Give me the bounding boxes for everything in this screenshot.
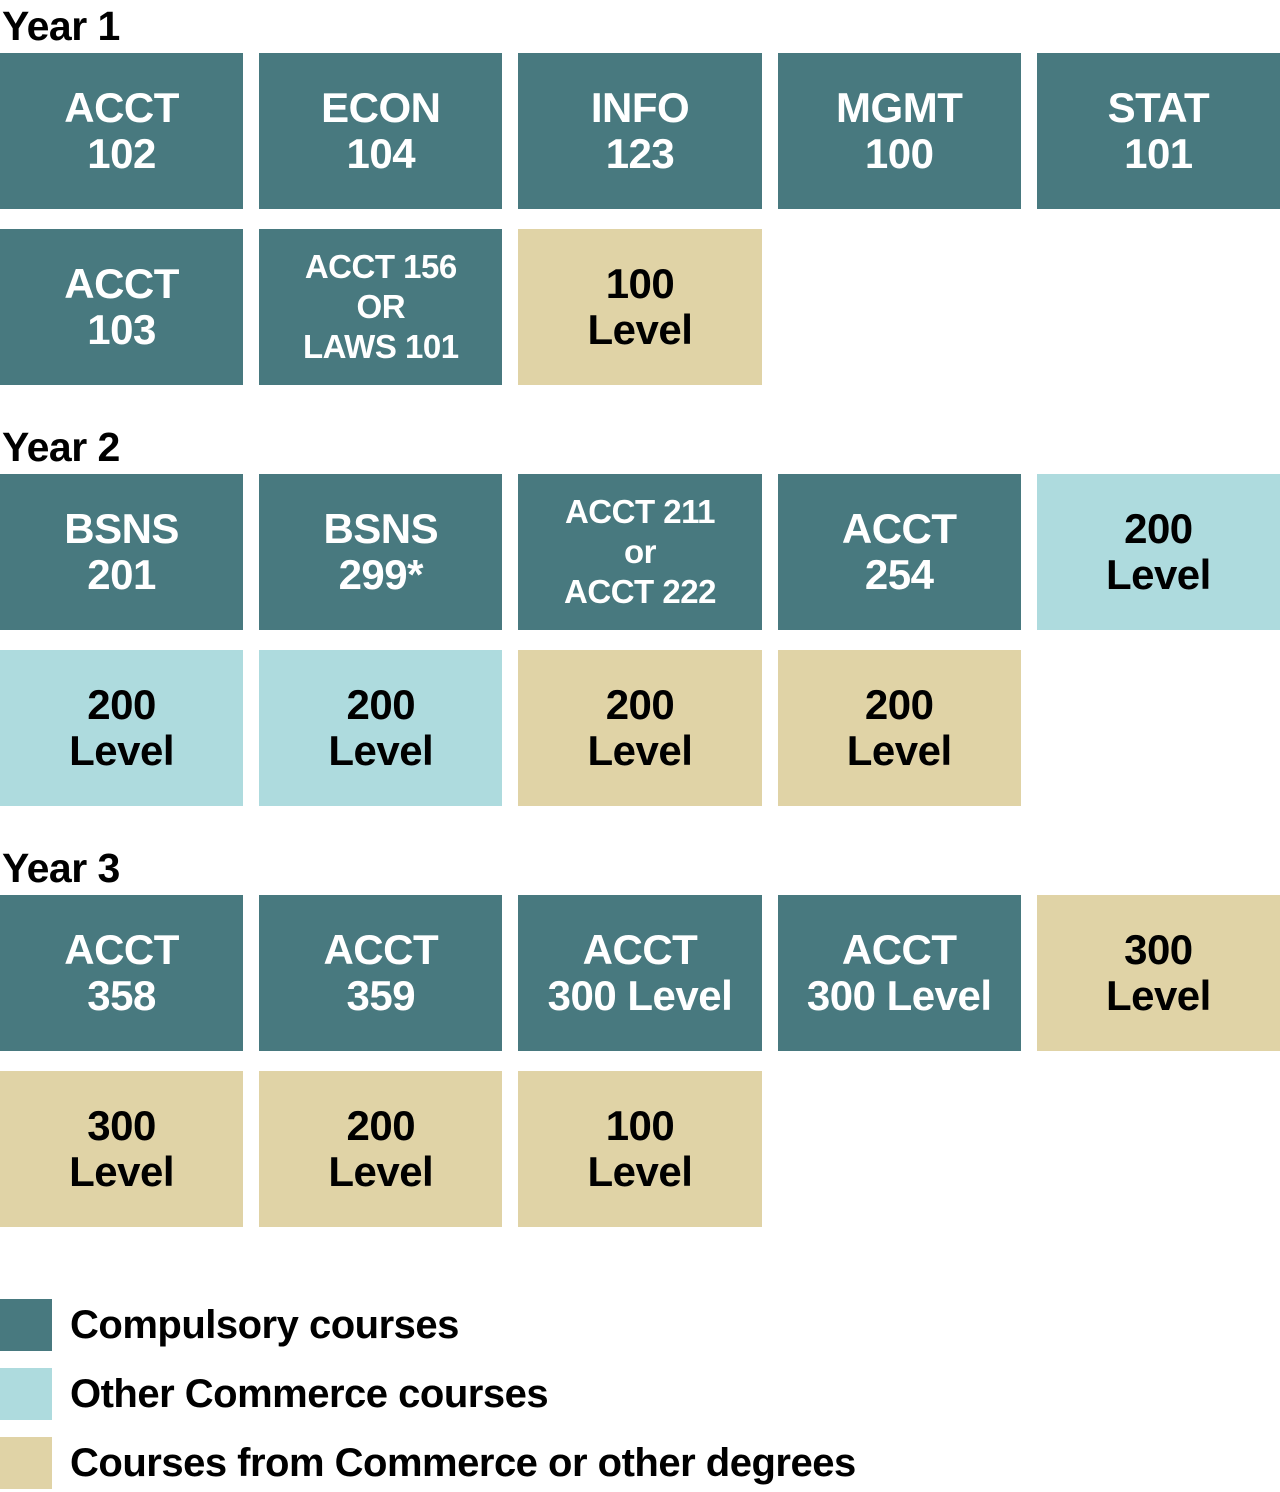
year-2-section: Year 2 BSNS 201 BSNS 299* ACCT 211 or AC… <box>0 423 1280 806</box>
box-200-level: 200 Level <box>777 650 1021 806</box>
legend-item-compulsory: Compulsory courses <box>0 1299 1280 1351</box>
year-3-heading: Year 3 <box>2 845 120 891</box>
box-stat-101: STAT 101 <box>1036 53 1280 209</box>
box-100-level: 100 Level <box>518 1071 762 1227</box>
year-2-heading: Year 2 <box>2 424 120 470</box>
box-mgmt-100: MGMT 100 <box>777 53 1021 209</box>
year-3-section: Year 3 ACCT 358 ACCT 359 ACCT 300 Level … <box>0 844 1280 1227</box>
box-200-level: 200 Level <box>1036 474 1280 630</box>
box-bsns-299: BSNS 299* <box>259 474 503 630</box>
box-300-level: 300 Level <box>0 1071 244 1227</box>
year-1-heading: Year 1 <box>2 3 120 49</box>
box-300-level: 300 Level <box>1036 895 1280 1051</box>
box-acct-102: ACCT 102 <box>0 53 244 209</box>
year-1-grid: ACCT 102 ECON 104 INFO 123 MGMT 100 STAT… <box>0 53 1280 385</box>
box-acct-211-or-acct-222: ACCT 211 or ACCT 222 <box>518 474 762 630</box>
box-acct-300-level: ACCT 300 Level <box>518 895 762 1051</box>
legend-item-other-commerce: Other Commerce courses <box>0 1368 1280 1420</box>
legend: Compulsory courses Other Commerce course… <box>0 1299 1280 1489</box>
legend-label: Compulsory courses <box>70 1303 459 1347</box>
box-100-level: 100 Level <box>518 229 762 385</box>
box-acct-359: ACCT 359 <box>259 895 503 1051</box>
year-1-section: Year 1 ACCT 102 ECON 104 INFO 123 MGMT 1… <box>0 2 1280 385</box>
box-bsns-201: BSNS 201 <box>0 474 244 630</box>
other-commerce-swatch <box>0 1368 52 1420</box>
compulsory-swatch <box>0 1299 52 1351</box>
year-3-grid: ACCT 358 ACCT 359 ACCT 300 Level ACCT 30… <box>0 895 1280 1227</box>
empty-cell <box>778 229 1021 385</box>
empty-cell <box>778 1071 1021 1227</box>
empty-cell <box>1037 229 1280 385</box>
box-acct-358: ACCT 358 <box>0 895 244 1051</box>
box-200-level: 200 Level <box>518 650 762 806</box>
box-acct-103: ACCT 103 <box>0 229 244 385</box>
box-info-123: INFO 123 <box>518 53 762 209</box>
legend-label: Other Commerce courses <box>70 1372 549 1416</box>
box-acct-156-or-laws-101: ACCT 156 OR LAWS 101 <box>259 229 503 385</box>
box-200-level: 200 Level <box>0 650 244 806</box>
box-200-level: 200 Level <box>259 1071 503 1227</box>
box-200-level: 200 Level <box>259 650 503 806</box>
box-econ-104: ECON 104 <box>259 53 503 209</box>
external-courses-swatch <box>0 1437 52 1489</box>
box-acct-300-level: ACCT 300 Level <box>777 895 1021 1051</box>
box-acct-254: ACCT 254 <box>777 474 1021 630</box>
legend-label: Courses from Commerce or other degrees <box>70 1441 856 1485</box>
legend-item-external-courses: Courses from Commerce or other degrees <box>0 1437 1280 1489</box>
empty-cell <box>1037 1071 1280 1227</box>
empty-cell <box>1037 650 1280 806</box>
year-2-grid: BSNS 201 BSNS 299* ACCT 211 or ACCT 222 … <box>0 474 1280 806</box>
